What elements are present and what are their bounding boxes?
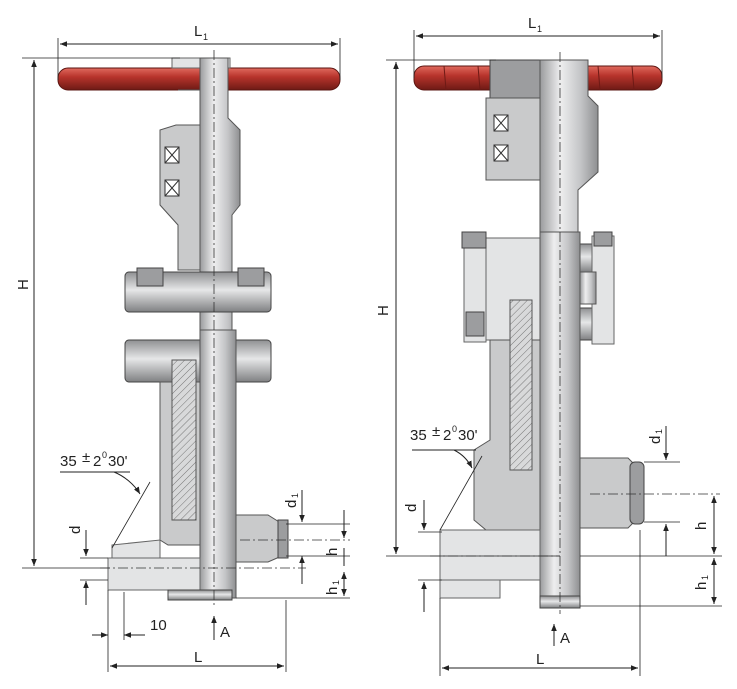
left-h-label: h: [324, 548, 341, 556]
left-angle-label: 35 ± 2 0 30': [60, 449, 128, 470]
left-d1-label: d: [283, 500, 300, 508]
left-d1-sub: 1: [290, 493, 300, 498]
right-d1-sub: 1: [654, 429, 664, 434]
right-d1-label: d: [647, 436, 664, 444]
left-stem-lower: [199, 329, 237, 599]
left-bottom-cap: [167, 589, 233, 601]
left-d-label: d: [67, 526, 84, 534]
svg-text:0: 0: [452, 424, 457, 434]
left-yoke-flange-bottom: [124, 339, 272, 383]
left-H-label: H: [15, 279, 32, 290]
right-h1-sub: 1: [700, 575, 710, 580]
left-h1-sub: 1: [331, 580, 341, 585]
left-A-label: A: [220, 624, 230, 641]
right-L-label: L: [536, 651, 544, 668]
left-outlet: [235, 514, 285, 563]
svg-text:30': 30': [458, 427, 478, 444]
svg-text:35: 35: [410, 427, 427, 444]
right-angle-label: 35 ± 2 0 30': [410, 423, 478, 444]
right-h-label: h: [693, 522, 710, 530]
left-handwheel: [57, 67, 341, 91]
left-inlet: [107, 557, 201, 591]
left-dimensions: [22, 38, 350, 672]
right-outlet: [579, 457, 637, 529]
left-h1-label: h: [324, 587, 341, 595]
svg-text:30': 30': [108, 453, 128, 470]
left-valve: [57, 57, 341, 601]
right-d-label: d: [403, 504, 420, 512]
svg-text:±: ±: [82, 449, 90, 466]
right-packing: [509, 299, 533, 471]
svg-text:2: 2: [93, 453, 101, 470]
right-A-label: A: [560, 630, 570, 647]
right-valve: [413, 59, 663, 609]
left-10-label: 10: [150, 617, 167, 634]
right-L1-sub: 1: [537, 24, 542, 34]
right-yoke-top: [489, 59, 541, 99]
svg-text:±: ±: [432, 423, 440, 440]
left-labels: L 1 H d d 1 h h 1 35 ± 2 0 30' 10 A L: [15, 23, 341, 666]
left-L1-sub: 1: [203, 32, 208, 42]
right-L1-label: L: [528, 15, 536, 32]
left-L1-label: L: [194, 23, 202, 40]
right-labels: L 1 H d d 1 h h 1 35 ± 2 0 30' A L: [375, 15, 710, 668]
right-H-label: H: [375, 305, 392, 316]
svg-text:0: 0: [102, 450, 107, 460]
svg-text:2: 2: [443, 427, 451, 444]
right-upper-bonnet: [485, 97, 541, 181]
svg-text:35: 35: [60, 453, 77, 470]
right-dimensions: [386, 30, 722, 676]
right-h1-label: h: [693, 582, 710, 590]
left-bellows: [171, 359, 197, 521]
right-inlet: [439, 529, 541, 581]
left-L-label: L: [194, 649, 202, 666]
